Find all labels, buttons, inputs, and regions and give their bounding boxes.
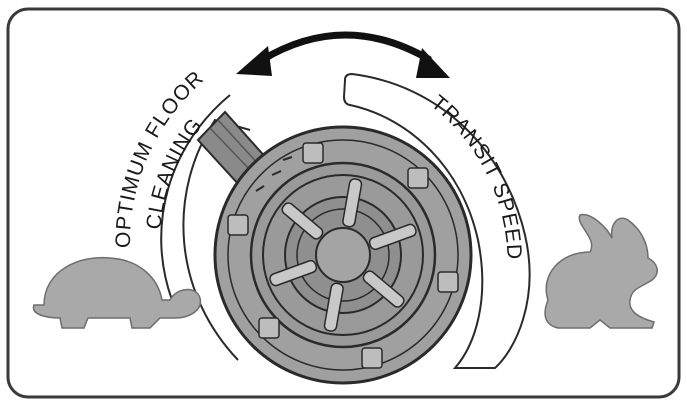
tortoise-icon [32,256,202,329]
speed-dial-knob-icon[interactable] [213,125,473,385]
double-headed-curved-arrow-icon [236,31,450,78]
range-track-arc [160,94,231,301]
transit-speed-band [342,72,531,369]
rabbit-icon [544,213,658,329]
